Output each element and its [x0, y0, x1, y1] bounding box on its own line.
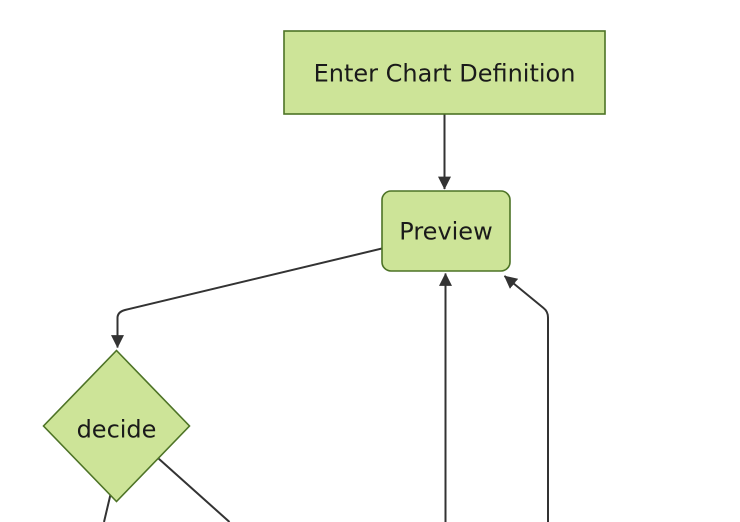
edge-decide-to-offscreen-left [103, 494, 112, 522]
decide-diamond [42, 349, 191, 503]
edge-decide-to-offscreen-right [157, 457, 231, 522]
enter-chart-definition-box [283, 30, 606, 115]
node-decide: decide [42, 349, 191, 503]
enter-chart-definition-label: Enter Chart Definition [314, 60, 576, 88]
decide-label: decide [77, 416, 157, 444]
preview-box [381, 190, 511, 272]
node-preview: Preview [381, 190, 511, 272]
node-enter-chart-definition: Enter Chart Definition [283, 30, 606, 115]
preview-label: Preview [399, 218, 492, 246]
edge-bottomright-to-preview [503, 275, 549, 522]
edge-preview-to-decide [111, 247, 383, 349]
